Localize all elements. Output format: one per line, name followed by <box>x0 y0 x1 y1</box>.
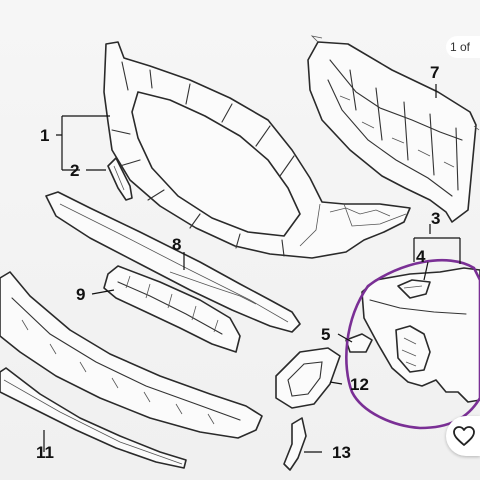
callout-1: 1 <box>40 126 49 145</box>
part-1-grille-frame <box>103 41 411 259</box>
part-13-strip <box>283 417 307 471</box>
part-5-clip <box>345 333 373 353</box>
part-7-absorber <box>307 35 480 223</box>
callout-8: 8 <box>172 235 181 254</box>
callout-5: 5 <box>321 325 330 344</box>
part-9-bracket <box>103 265 241 353</box>
callout-11: 11 <box>36 443 54 462</box>
callout-13: 13 <box>332 443 351 462</box>
heart-icon <box>453 426 475 446</box>
favorite-button[interactable] <box>446 416 480 456</box>
part-12-bezel <box>275 347 341 409</box>
callout-4: 4 <box>416 247 426 266</box>
callout-3: 3 <box>431 209 440 228</box>
callout-12: 12 <box>350 375 369 394</box>
callout-7: 7 <box>430 63 439 82</box>
part-3-bumper-corner <box>361 267 480 403</box>
part-2-trim <box>107 157 133 201</box>
highlight-circle <box>345 258 480 430</box>
callout-9: 9 <box>76 285 85 304</box>
part-lower-bumper-cover <box>0 271 263 439</box>
callout-2: 2 <box>70 161 79 180</box>
page-counter: 1 of <box>446 36 480 58</box>
part-11-lower-strip <box>0 367 187 469</box>
part-4-cap <box>397 279 431 299</box>
part-8-rail <box>169 271 257 305</box>
leader-lines <box>43 84 461 453</box>
part-lower-strip <box>45 191 301 333</box>
